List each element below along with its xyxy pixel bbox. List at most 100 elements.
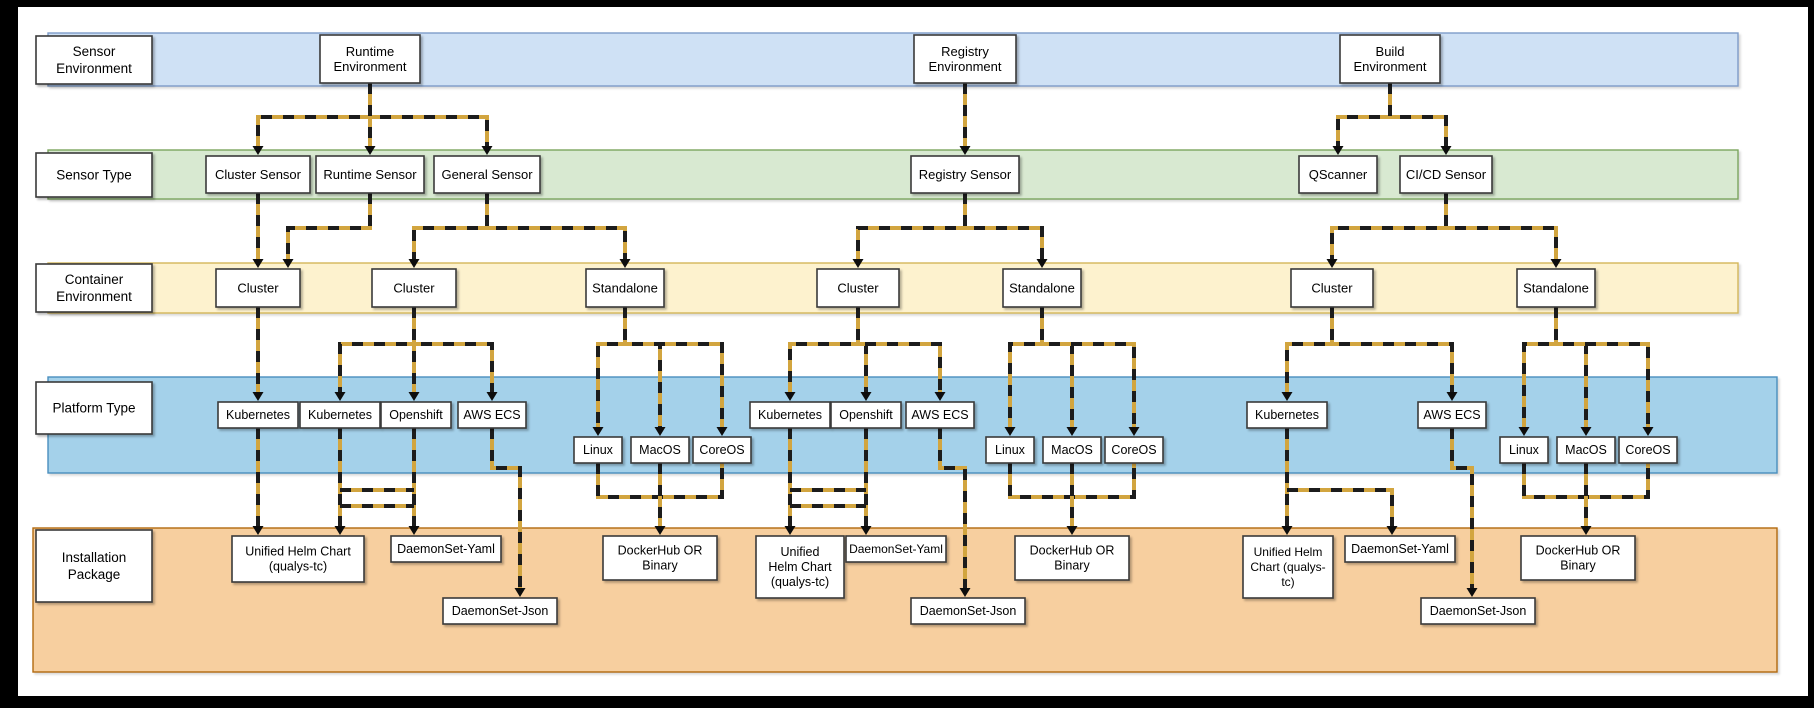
node-runtime-environment xyxy=(319,34,421,84)
edge-cluster-2-to-aws-ecs-1-dash xyxy=(412,307,494,392)
edge-general-sensor-to-standalone-1 xyxy=(485,193,627,259)
arrowhead-kubernetes-2 xyxy=(334,392,346,401)
node-cluster-3-label: Cluster xyxy=(837,281,879,296)
node-linux-3 xyxy=(1499,436,1549,464)
edge-registry-sensor-to-cluster-3-dash xyxy=(856,193,967,259)
arrowhead-openshift-2 xyxy=(860,392,872,401)
node-coreos-2-label: CoreOS xyxy=(1111,443,1156,457)
node-coreos-2 xyxy=(1104,436,1164,464)
node-standalone-1-label: Standalone xyxy=(592,281,658,296)
arrowhead-kubernetes-3 xyxy=(784,392,796,401)
arrowhead-daemonset-json-1 xyxy=(514,588,526,597)
node-daemonset-yaml-1 xyxy=(390,535,502,563)
node-macos-2 xyxy=(1042,436,1102,464)
node-kubernetes-4-label: Kubernetes xyxy=(1255,408,1319,422)
node-cluster-sensor xyxy=(205,155,311,194)
node-linux-2-label: Linux xyxy=(995,443,1026,457)
node-daemonset-json-1 xyxy=(442,597,558,625)
edge-standalone-2-to-linux-2-dash xyxy=(1008,307,1044,427)
node-macos-1-label: MacOS xyxy=(639,443,681,457)
node-aws-ecs-1 xyxy=(457,401,527,429)
arrowhead-runtime-sensor xyxy=(364,146,376,155)
arrowhead-unified-helm-chart-1 xyxy=(334,526,346,535)
node-standalone-3-label: Standalone xyxy=(1523,281,1589,296)
node-cluster-4-label: Cluster xyxy=(1311,281,1353,296)
arrowhead-kubernetes-1 xyxy=(252,392,264,401)
node-cluster-1 xyxy=(215,268,301,308)
node-daemonset-json-3-label: DaemonSet-Json xyxy=(1430,604,1527,618)
arrowhead-unified-helm-chart-3 xyxy=(1281,526,1293,535)
node-standalone-1 xyxy=(585,268,665,308)
arrowhead-macos-3 xyxy=(1580,427,1592,436)
node-linux-2 xyxy=(985,436,1035,464)
node-runtime-sensor-label: Runtime Sensor xyxy=(323,167,417,182)
node-linux-3-label: Linux xyxy=(1509,443,1540,457)
node-general-sensor-label: General Sensor xyxy=(441,167,533,182)
arrowhead-coreos-1 xyxy=(716,427,728,436)
arrowhead-daemonset-yaml-1 xyxy=(408,526,420,535)
arrowhead-cluster-3 xyxy=(852,259,864,268)
arrowhead-linux-1 xyxy=(592,427,604,436)
edge-cluster-3-to-aws-ecs-2-dash xyxy=(856,307,942,392)
row-label-sensor-environment xyxy=(35,35,153,85)
arrowhead-aws-ecs-1 xyxy=(486,392,498,401)
node-dockerhub-or-binary-2 xyxy=(1014,535,1130,581)
edge-standalone-1-to-coreos-1 xyxy=(623,307,724,427)
node-qscanner-label: QScanner xyxy=(1309,167,1368,182)
node-unified-helm-chart-1-label: Unified Helm Chart(qualys-tc) xyxy=(245,545,351,574)
node-daemonset-json-2-label: DaemonSet-Json xyxy=(920,604,1017,618)
node-openshift-1-label: Openshift xyxy=(389,408,443,422)
node-cicd-sensor-label: CI/CD Sensor xyxy=(1406,167,1487,182)
node-daemonset-yaml-3 xyxy=(1344,535,1456,563)
node-kubernetes-1 xyxy=(217,401,299,429)
arrowhead-daemonset-json-3 xyxy=(1466,588,1478,597)
node-macos-3 xyxy=(1556,436,1616,464)
arrowhead-standalone-1 xyxy=(619,259,631,268)
node-coreos-3-label: CoreOS xyxy=(1625,443,1670,457)
arrowhead-daemonset-yaml-2 xyxy=(860,526,872,535)
node-kubernetes-1-label: Kubernetes xyxy=(226,408,290,422)
node-daemonset-json-3 xyxy=(1420,597,1536,625)
node-daemonset-yaml-2-label: DaemonSet-Yaml xyxy=(849,542,943,556)
arrowhead-standalone-2 xyxy=(1036,259,1048,268)
node-standalone-2 xyxy=(1002,268,1082,308)
arrowhead-qscanner xyxy=(1332,146,1344,155)
arrowhead-general-sensor xyxy=(481,146,493,155)
arrowhead-cluster-1 xyxy=(252,259,264,268)
node-standalone-3 xyxy=(1516,268,1596,308)
node-build-environment xyxy=(1339,34,1441,84)
node-coreos-1 xyxy=(692,436,752,464)
arrowhead-macos-2 xyxy=(1066,427,1078,436)
arrowhead-registry-sensor xyxy=(959,146,971,155)
node-standalone-2-label: Standalone xyxy=(1009,281,1075,296)
node-daemonset-yaml-2 xyxy=(845,535,947,563)
node-dockerhub-or-binary-3 xyxy=(1520,535,1636,581)
edge-cicd-sensor-to-standalone-3-dash xyxy=(1444,193,1558,259)
node-aws-ecs-2-label: AWS ECS xyxy=(911,408,968,422)
node-aws-ecs-2 xyxy=(905,401,975,429)
node-cluster-2-label: Cluster xyxy=(393,281,435,296)
node-linux-1-label: Linux xyxy=(583,443,614,457)
node-aws-ecs-3 xyxy=(1417,401,1487,429)
node-macos-3-label: MacOS xyxy=(1565,443,1607,457)
node-openshift-1 xyxy=(380,401,452,429)
band-sensor-environment xyxy=(47,32,1739,87)
arrowhead-cluster-2 xyxy=(408,259,420,268)
edge-general-sensor-to-cluster-2-dash xyxy=(412,193,489,259)
edge-kubernetes-4-to-daemonset-yaml-3 xyxy=(1287,488,1394,526)
arrowhead-standalone-3 xyxy=(1550,259,1562,268)
arrowhead-aws-ecs-3 xyxy=(1446,392,1458,401)
node-kubernetes-4 xyxy=(1246,401,1328,429)
row-label-container-environment xyxy=(35,263,153,313)
node-unified-helm-chart-2 xyxy=(755,535,845,599)
row-label-sensor-type-label: Sensor Type xyxy=(56,168,132,183)
